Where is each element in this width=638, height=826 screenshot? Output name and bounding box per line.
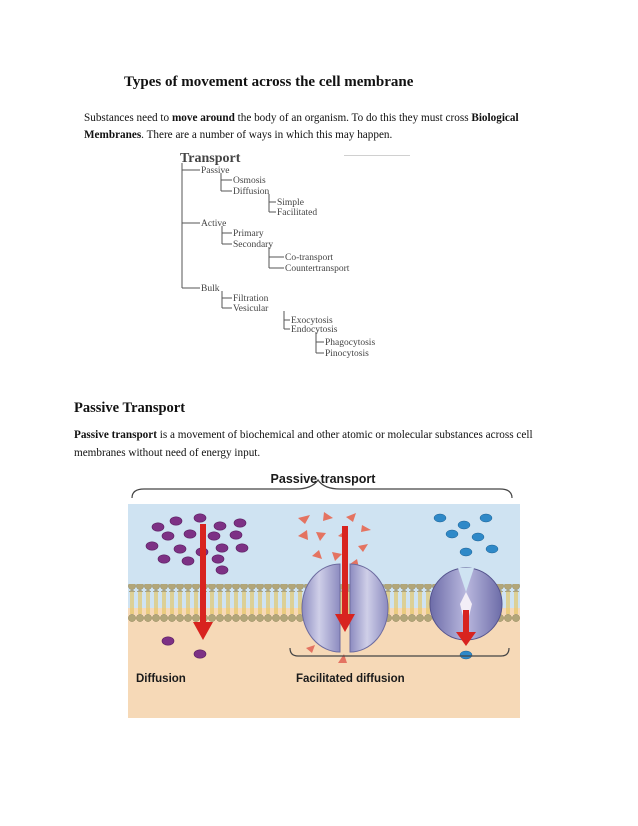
tree-node-countertransport: Countertransport — [285, 264, 350, 274]
passive-para-text: is a movement of biochemical and other a… — [74, 429, 533, 459]
tree-node-phagocytosis: Phagocytosis — [325, 338, 375, 348]
intro-text-1: Substances need to — [84, 112, 172, 124]
tree-root-label: Transport — [180, 151, 241, 166]
transport-arrows — [193, 524, 476, 646]
intro-paragraph: Substances need to move around the body … — [84, 110, 554, 144]
tree-node-passive: Passive — [201, 166, 230, 176]
tree-node-facilitated: Facilitated — [277, 208, 317, 218]
tree-node-pinocytosis: Pinocytosis — [325, 349, 369, 359]
tree-node-filtration: Filtration — [233, 294, 269, 304]
tree-node-cotransport: Co-transport — [285, 253, 333, 263]
facilitated-bracket — [289, 647, 510, 657]
intro-bold-1: move around — [171, 112, 235, 124]
figure-banner-label: Passive transport — [271, 472, 377, 486]
tree-node-primary: Primary — [233, 229, 264, 239]
channel-protein — [301, 563, 389, 653]
tree-node-osmosis: Osmosis — [233, 176, 266, 186]
intro-text-2: the body of an organism. To do this they… — [234, 112, 472, 124]
facilitated-diffusion-label: Facilitated diffusion — [296, 673, 405, 685]
passive-transport-heading: Passive Transport — [74, 400, 186, 416]
tree-node-endocytosis: Endocytosis — [291, 325, 338, 335]
transport-tree-diagram: Transport Passive Osmosis Diffusion Simp… — [180, 151, 375, 359]
banner-bracket — [131, 478, 513, 499]
faint-rule — [344, 155, 410, 156]
passive-para-bold: Passive transport — [74, 429, 157, 441]
tree-node-vesicular: Vesicular — [233, 304, 269, 314]
tree-node-bulk: Bulk — [201, 284, 220, 294]
tree-node-active: Active — [201, 219, 226, 229]
intro-bold-2: Biological Membranes — [84, 112, 519, 141]
diffusion-label: Diffusion — [136, 673, 186, 685]
tree-node-simple: Simple — [277, 198, 304, 208]
intro-text-3: . There are a number of ways in which th… — [141, 129, 393, 141]
passive-transport-figure: Passive transport — [128, 472, 520, 718]
passive-transport-paragraph: Passive transport is a movement of bioch… — [74, 427, 534, 462]
page-title: Types of movement across the cell membra… — [124, 74, 414, 90]
tree-node-diffusion: Diffusion — [233, 186, 269, 197]
tree-node-secondary: Secondary — [233, 240, 273, 250]
tree-node-exocytosis: Exocytosis — [291, 316, 333, 326]
blue-molecules — [433, 513, 499, 660]
